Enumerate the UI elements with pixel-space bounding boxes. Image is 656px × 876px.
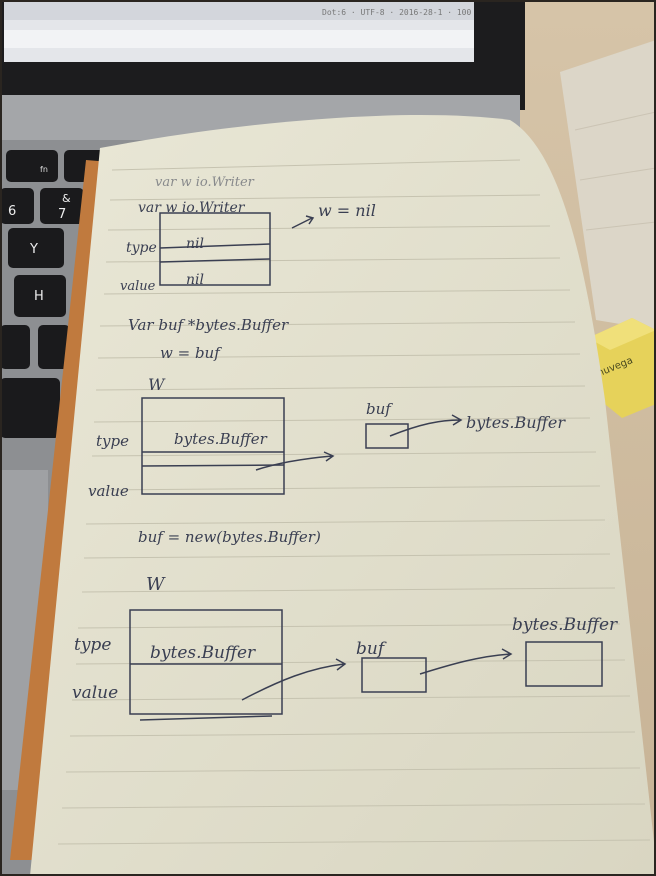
note1-type-label: type (126, 240, 157, 256)
svg-text:&: & (62, 192, 71, 205)
note2-type-label: type (96, 432, 129, 450)
ruled-lines (57, 159, 651, 845)
note3-value-label: value (72, 683, 118, 703)
note1-arrow (291, 215, 315, 229)
svg-text:Y: Y (29, 242, 38, 257)
svg-text:6: 6 (8, 204, 16, 219)
svg-text:fn: fn (40, 165, 48, 174)
note1-decl: var w io.Writer (138, 200, 246, 216)
note3-type-label: type (74, 635, 111, 655)
note2-ptr-arrow (255, 451, 335, 471)
note1-note: w = nil (318, 201, 376, 220)
note-2: Var buf *bytes.Buffer w = buf W type byt… (88, 316, 566, 500)
note2-pointee: bytes.Buffer (466, 413, 566, 432)
note1-decl-struck: var w io.Writer (155, 175, 255, 190)
note2-target-arrow (389, 414, 463, 437)
svg-text:7: 7 (58, 207, 66, 222)
eraser: nuvega (588, 318, 656, 418)
note3-pointee: bytes.Buffer (512, 615, 618, 635)
note1-type-value: nil (186, 236, 204, 252)
note1-iface-box (159, 212, 271, 286)
note2-assign: w = buf (160, 344, 222, 362)
svg-text:H: H (34, 289, 44, 304)
note1-value-label: value (120, 279, 156, 294)
note3-pointee-box (525, 641, 603, 687)
side-notepad (560, 40, 656, 330)
note3-iface-box (129, 609, 283, 715)
note2-value-label: value (88, 482, 129, 500)
note2-ptr-box (365, 423, 409, 449)
note3-ptr-name: buf (356, 639, 387, 659)
note2-iface-name: W (148, 375, 166, 394)
note3-type-value: bytes.Buffer (150, 643, 256, 663)
note-1: var w io.Writer var w io.Writer type nil… (120, 175, 376, 294)
notebook-page (30, 115, 656, 876)
screen-status-text: Dot:6 · UTF-8 · 2016-28-1 · 100 (322, 8, 471, 17)
note2-type-value: bytes.Buffer (174, 430, 268, 448)
note3-target-arrow (419, 648, 513, 675)
note-3: buf = new(bytes.Buffer) W type bytes.Buf… (72, 528, 618, 721)
note3-assign: buf = new(bytes.Buffer) (138, 528, 321, 546)
note2-ptr-name: buf (366, 400, 393, 418)
note3-ptr-box (361, 657, 427, 693)
keyboard: fn & 6 7 Y H (0, 150, 108, 438)
note2-decl: Var buf *bytes.Buffer (128, 316, 289, 334)
note3-ptr-arrow (241, 658, 347, 701)
note3-iface-name: W (146, 574, 166, 595)
note2-iface-box (141, 397, 285, 495)
note1-value-value: nil (186, 272, 204, 288)
